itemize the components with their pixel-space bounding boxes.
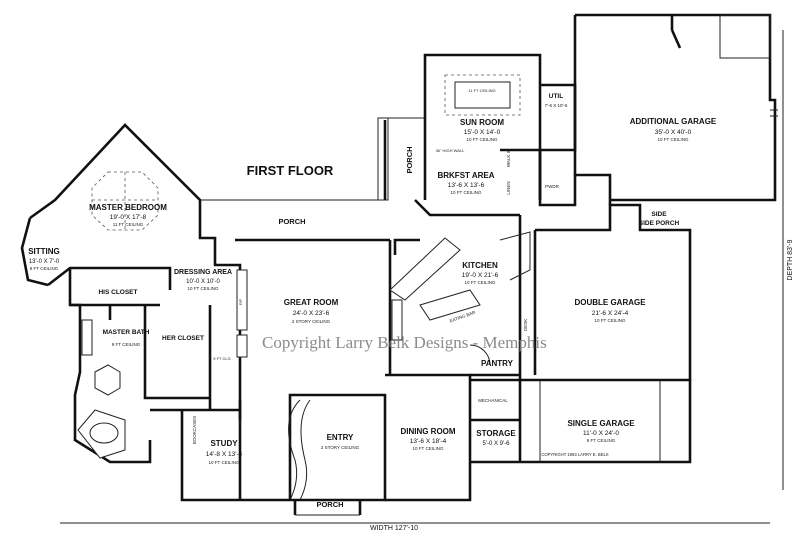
dressing-ceiling: 10 FT CEILING: [188, 286, 219, 291]
walls: [20, 13, 777, 516]
study-dims: 14'-8 X 13'-4: [206, 451, 243, 458]
double-garage-dims: 21'-6 X 24'-4: [592, 310, 629, 317]
brkfst-ceiling: 10 FT CEILING: [451, 190, 482, 195]
porch-front-name: PORCH: [316, 500, 343, 509]
side-porch-name: SIDE PORCH: [639, 220, 680, 227]
single-garage-dims: 11'-0 X 24'-0: [583, 430, 619, 437]
walkin-label: WALK IN: [506, 149, 511, 167]
storage-dims: 5'-0 X 9'-6: [483, 441, 511, 447]
plan-title: FIRST FLOOR: [247, 163, 334, 178]
depth-label: DEPTH 83'-9: [787, 239, 794, 280]
kitchen-ceiling: 10 FT CEILING: [465, 280, 496, 285]
entry-name: ENTRY: [327, 433, 354, 442]
porch-side-name: PORCH: [405, 146, 414, 173]
sitting-name: SITTING: [28, 247, 60, 256]
great-room-ceiling: 2 STORY CEILING: [292, 319, 331, 324]
dining-dims: 13'-6 X 18'-4: [410, 438, 447, 445]
ceiling-9ft-label: 9 FT CLG: [213, 356, 231, 361]
brkfst-name: BRKFST AREA: [437, 171, 494, 180]
master-bedroom-ceiling: 11 FT CEILING: [113, 222, 144, 227]
master-bedroom-name: MASTER BEDROOM: [89, 203, 167, 212]
great-room-dims: 24'-0 X 23'-6: [293, 310, 330, 317]
util-dims: 7'-6 X 10'-6: [545, 103, 568, 108]
copyright-watermark: Copyright Larry Belk Designs - Memphis: [262, 333, 547, 352]
sitting-dims: 13'-0 X 7'-0: [29, 259, 60, 265]
high-wall-label: 36" HIGH WALL: [436, 148, 466, 153]
pwdr-label: PWDR: [545, 184, 559, 189]
bookcases-label: BOOKCASES: [192, 416, 197, 444]
dressing-name: DRESSING AREA: [174, 269, 232, 276]
side-porch-label: SIDE: [651, 211, 667, 218]
mechanical-label: MECHANICAL: [478, 398, 508, 403]
additional-garage-ceiling: 10 FT CEILING: [658, 137, 689, 142]
her-closet-name: HER CLOSET: [162, 335, 204, 342]
fp-label: F/P: [238, 299, 243, 306]
dressing-dims: 10'-0 X 10'-0: [186, 279, 220, 285]
width-label: WIDTH 127'-10: [370, 525, 418, 532]
sun-room-ceiling: 10 FT CEILING: [467, 137, 498, 142]
sitting-ceiling: 9 FT CEILING: [30, 266, 59, 271]
study-name: STUDY: [210, 439, 238, 448]
linen-label: LINEN: [506, 181, 511, 194]
small-labels: MECHANICAL PWDR LINEN WALK IN DESK BOOKC…: [192, 88, 560, 444]
sun-ceiling-label: 11 FT CEILING: [468, 88, 495, 93]
util-name: UTIL: [549, 93, 563, 100]
fixtures: [60, 30, 784, 524]
study-ceiling: 10 FT CEILING: [209, 460, 240, 465]
storage-name: STORAGE: [476, 429, 516, 438]
double-garage-name: DOUBLE GARAGE: [574, 298, 646, 307]
pantry-name: PANTRY: [481, 359, 514, 368]
master-bath-ceiling: 9 FT CEILING: [112, 342, 141, 347]
sun-room-dims: 15'-0 X 14'-0: [464, 129, 501, 136]
dining-name: DINING ROOM: [400, 427, 455, 436]
great-room-name: GREAT ROOM: [284, 298, 339, 307]
additional-garage-name: ADDITIONAL GARAGE: [630, 117, 717, 126]
copyright-note: COPYRIGHT 1993 LARRY E. BELK: [541, 452, 608, 457]
kitchen-name: KITCHEN: [462, 261, 498, 270]
double-garage-ceiling: 10 FT CEILING: [595, 318, 626, 323]
additional-garage-dims: 35'-0 X 40'-0: [655, 129, 692, 136]
desk-label: DESK: [523, 319, 528, 331]
single-garage-name: SINGLE GARAGE: [567, 419, 635, 428]
his-closet-name: HIS CLOSET: [98, 289, 137, 296]
kitchen-dims: 19'-0 X 21'-6: [462, 272, 499, 279]
sun-room-name: SUN ROOM: [460, 118, 504, 127]
porch-rear-name: PORCH: [278, 217, 305, 226]
master-bath-name: MASTER BATH: [103, 329, 150, 336]
master-bedroom-dims: 19'-0 X 17'-8: [110, 214, 147, 221]
dining-ceiling: 10 FT CEILING: [413, 446, 444, 451]
room-labels: MASTER BEDROOM 19'-0 X 17'-8 11 FT CEILI…: [28, 93, 717, 509]
single-garage-ceiling: 9 FT CEILING: [587, 438, 616, 443]
brkfst-dims: 13'-6 X 13'-6: [448, 182, 485, 189]
entry-ceiling: 2 STORY CEILING: [321, 445, 360, 450]
